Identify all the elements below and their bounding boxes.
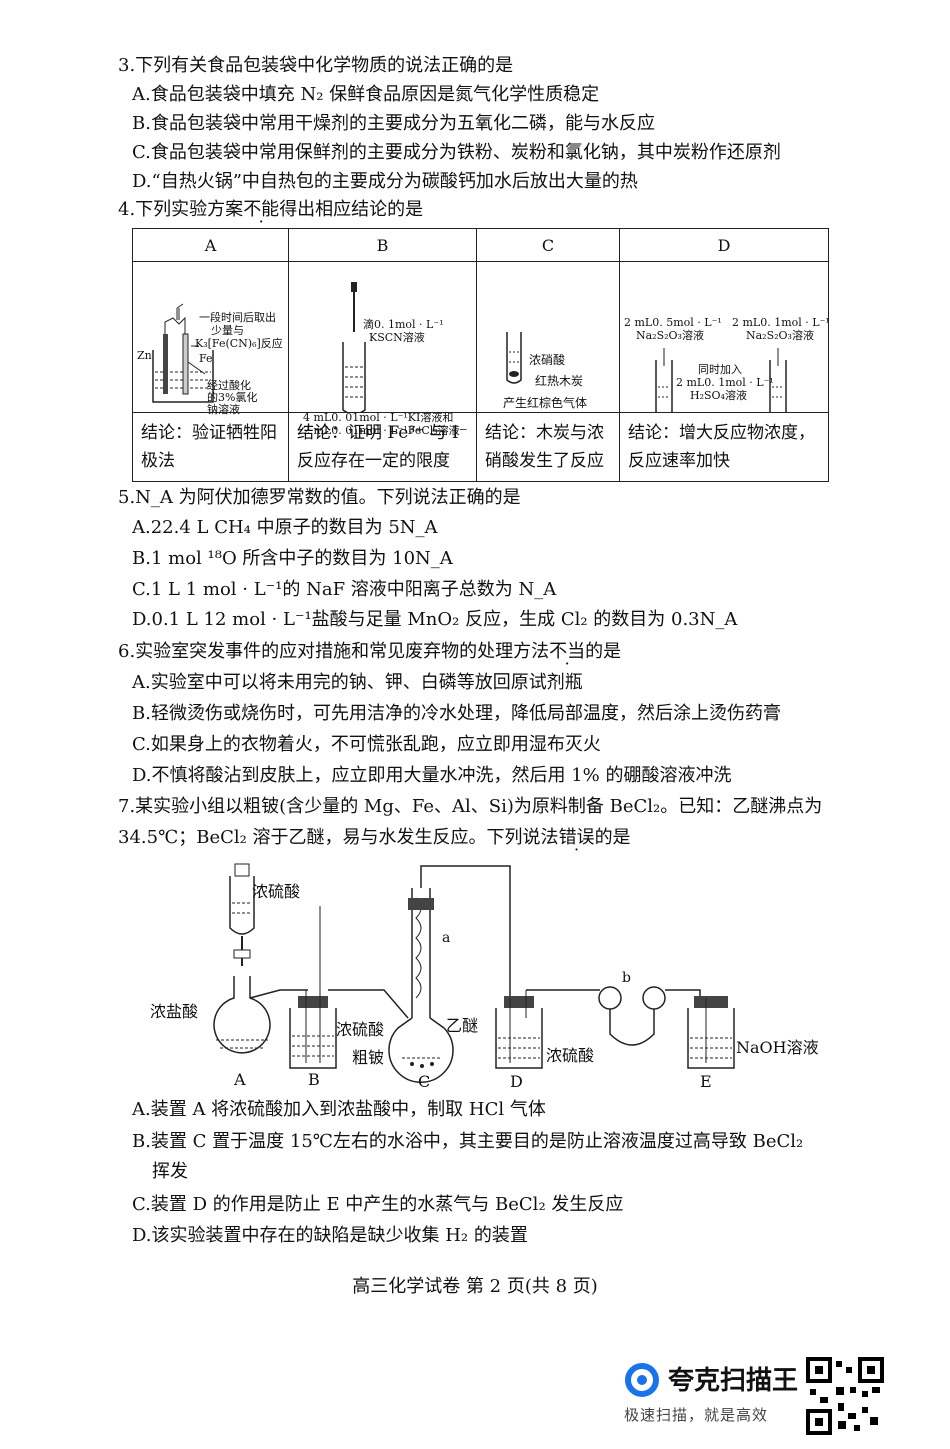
q4d-label-2: Na₂S₂O₃溶液 xyxy=(636,329,704,342)
brand-name: 夸克扫描王 xyxy=(668,1366,799,1396)
brand-slogan: 极速扫描，就是高效 xyxy=(624,1406,769,1424)
q4-conclusion-a: 结论：验证牺牲阳极法 xyxy=(132,412,289,482)
qr-code-icon xyxy=(806,1357,884,1435)
q5-option-c: C.1 L 1 mol · L⁻¹的 NaF 溶液中阳离子总数为 N_A xyxy=(132,579,557,600)
q4-figure-b: 滴0. 1mol · L⁻¹ KSCN溶液 4 mL0. 01mol · L⁻¹… xyxy=(288,261,477,437)
q6-option-c: C.如果身上的衣物着火，不可慌张乱跑，应立即用湿布灭火 xyxy=(132,734,601,755)
q4-header-c: C xyxy=(476,228,620,262)
q6-emphasis: 不当 xyxy=(549,641,585,662)
brand-logo-icon xyxy=(625,1363,659,1397)
q4c-label-3: 产生红棕色气体 xyxy=(503,396,588,410)
q4a-label-sol1: 经过酸化 xyxy=(207,379,251,392)
q4-header-a: A xyxy=(132,228,289,262)
q4d-label-5: 同时加入 xyxy=(698,363,742,376)
q7-label-hcl: 浓盐酸 xyxy=(150,1002,199,1021)
q7-label-C: C xyxy=(418,1072,431,1091)
q3-option-b: B.食品包装袋中常用干燥剂的主要成分为五氧化二磷，能与水反应 xyxy=(132,113,655,134)
q5-option-d: D.0.1 L 12 mol · L⁻¹盐酸与足量 MnO₂ 反应，生成 Cl₂… xyxy=(132,609,738,630)
q7-label-h2so4-d: 浓硫酸 xyxy=(546,1046,595,1065)
q7-label-B: B xyxy=(308,1070,320,1089)
q4-conclusion-c: 结论：木炭与浓硝酸发生了反应 xyxy=(476,412,620,482)
q4-emphasis: 不能 xyxy=(243,199,279,220)
page-footer: 高三化学试卷 第 2 页(共 8 页) xyxy=(352,1276,598,1297)
q6-option-d: D.不慎将酸沾到皮肤上，应立即用大量水冲洗，然后用 1% 的硼酸溶液冲洗 xyxy=(132,765,732,786)
q5-stem: 5.N_A 为阿伏加德罗常数的值。下列说法正确的是 xyxy=(118,487,521,508)
q3-option-d: D.“自热火锅”中自热包的主要成分为碳酸钙加水后放出大量的热 xyxy=(132,171,638,192)
q7-label-h2so4-top: 浓硫酸 xyxy=(252,882,301,901)
q4-figure-c: 浓硝酸 红热木炭 产生红棕色气体 xyxy=(476,261,620,413)
q6-option-a: A.实验室中可以将未用完的钠、钾、白磷等放回原试剂瓶 xyxy=(132,672,583,693)
q7-option-d: D.该实验装置中存在的缺陷是缺少收集 H₂ 的装置 xyxy=(132,1225,528,1246)
q4-table: A B C D 一段时间后取出 少量与 K₃[Fe(CN)₆]反应 Zn Fe xyxy=(132,228,830,482)
q7-label-a: a xyxy=(442,930,451,946)
q4d-label-7: H₂SO₄溶液 xyxy=(690,389,747,402)
q4-conclusion-d: 结论：增大反应物浓度，反应速率加快 xyxy=(619,412,829,482)
q7-label-naoh: NaOH溶液 xyxy=(736,1038,819,1057)
q5-option-a: A.22.4 L CH₄ 中原子的数目为 5N_A xyxy=(132,517,438,538)
q3-option-a: A.食品包装袋中填充 N₂ 保鲜食品原因是氮气化学性质稳定 xyxy=(132,84,600,105)
q4a-label-sol2: 的3%氯化 xyxy=(207,391,258,404)
apparatus-diagram xyxy=(213,863,735,1083)
q7-emphasis: 错误 xyxy=(559,827,595,848)
q4b-label-3: 4 mL0. 01mol · L⁻¹KI溶液和 xyxy=(303,411,454,424)
q7-label-b: b xyxy=(622,970,631,986)
q4b-label-4: 2 mL0. 01mol · L⁻¹FeCl₃溶液 xyxy=(303,424,460,437)
q7-label-D: D xyxy=(510,1072,523,1091)
q4c-label-2: 红热木炭 xyxy=(535,374,584,388)
q4d-label-6: 2 mL0. 1mol · L⁻¹ xyxy=(676,376,774,389)
q4a-label-2: 少量与 xyxy=(211,324,244,337)
q7-stem-line2: 34.5℃；BeCl₂ 溶于乙醚，易与水发生反应。下列说法错误的是 xyxy=(118,826,631,850)
q6-option-b: B.轻微烫伤或烧伤时，可先用洁净的冷水处理，降低局部温度，然后涂上烫伤药膏 xyxy=(132,703,781,724)
q4a-label-zn: Zn xyxy=(137,349,152,362)
q7-stem-line1: 7.某实验小组以粗铍(含少量的 Mg、Fe、Al、Si)为原料制备 BeCl₂。… xyxy=(118,796,823,817)
q7-label-E: E xyxy=(700,1072,712,1091)
q4c-label-1: 浓硝酸 xyxy=(529,353,566,367)
q7-label-h2so4-b: 浓硫酸 xyxy=(336,1020,385,1039)
q7-label-ether: 乙醚 xyxy=(446,1016,479,1035)
q4d-label-4: Na₂S₂O₃溶液 xyxy=(746,329,814,342)
q4b-label-1: 滴0. 1mol · L⁻¹ xyxy=(363,318,444,331)
q7-apparatus-figure: 浓硫酸 浓盐酸 浓硫酸 粗铍 乙醚 a b 浓硫酸 NaOH溶液 A B C D… xyxy=(140,858,840,1093)
q7-option-b: B.装置 C 置于温度 15℃左右的水浴中，其主要目的是防止溶液温度过高导致 B… xyxy=(132,1131,804,1152)
q7-option-b-cont: 挥发 xyxy=(152,1161,188,1182)
q7-label-crude-be: 粗铍 xyxy=(352,1048,385,1067)
q3-stem: 3.下列有关食品包装袋中化学物质的说法正确的是 xyxy=(118,55,514,76)
electrolysis-beaker-diagram xyxy=(152,303,214,403)
q4-conclusion-b: 结论：证明 Fe³⁺ 与 I⁻ 反应存在一定的限度 xyxy=(288,412,477,482)
q4-header-b: B xyxy=(288,228,477,262)
q3-option-c: C.食品包装袋中常用保鲜剂的主要成分为铁粉、炭粉和氯化钠，其中炭粉作还原剂 xyxy=(132,142,781,163)
q4a-label-3: K₃[Fe(CN)₆]反应 xyxy=(195,337,283,350)
q7-option-c: C.装置 D 的作用是防止 E 中产生的水蒸气与 BeCl₂ 发生反应 xyxy=(132,1194,624,1215)
q4a-label-fe: Fe xyxy=(199,352,213,365)
q4-stem: 4.下列实验方案不能得出相应结论的是 xyxy=(118,198,423,222)
q4-figure-a: 一段时间后取出 少量与 K₃[Fe(CN)₆]反应 Zn Fe 经过酸化 的3%… xyxy=(132,261,289,416)
nitric-acid-tube-diagram xyxy=(506,332,522,384)
q4b-label-2: KSCN溶液 xyxy=(369,331,425,344)
two-test-tubes-diagram xyxy=(655,348,787,412)
test-tube-dropper-diagram xyxy=(342,282,366,412)
q5-option-b: B.1 mol ¹⁸O 所含中子的数目为 10N_A xyxy=(132,548,453,569)
q4-header-d: D xyxy=(619,228,829,262)
q7-option-a: A.装置 A 将浓硫酸加入到浓盐酸中，制取 HCl 气体 xyxy=(132,1099,546,1120)
q4d-label-3: 2 mL0. 1mol · L⁻¹ xyxy=(732,316,830,329)
q6-stem: 6.实验室突发事件的应对措施和常见废弃物的处理方法不当的是 xyxy=(118,640,621,664)
q7-label-A: A xyxy=(234,1070,246,1089)
q4-figure-d: 2 mL0. 5mol · L⁻¹ Na₂S₂O₃溶液 2 mL0. 1mol … xyxy=(619,261,830,413)
q4a-label-1: 一段时间后取出 xyxy=(199,311,276,324)
q4d-label-1: 2 mL0. 5mol · L⁻¹ xyxy=(624,316,722,329)
q4a-label-sol3: 钠溶液 xyxy=(207,403,240,416)
